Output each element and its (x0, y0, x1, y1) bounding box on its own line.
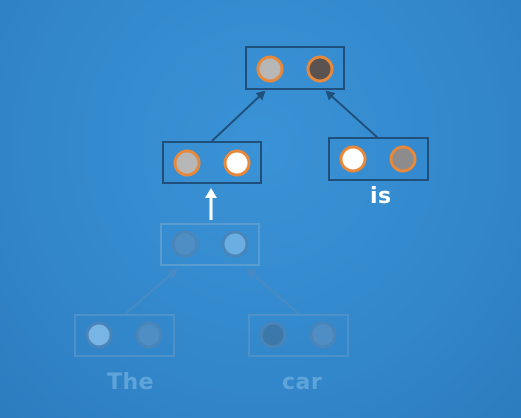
car-unit-2 (309, 321, 337, 349)
is-word-node (328, 137, 429, 181)
faded-phrase-node (160, 223, 260, 266)
arrow-is-to-root (325, 90, 379, 139)
word-label-is: is (370, 184, 392, 209)
faded-phrase-unit-2 (221, 230, 249, 258)
word-label-car: car (282, 370, 323, 395)
car-unit-1 (259, 321, 287, 349)
is-unit-2 (389, 145, 417, 173)
the-unit-1 (85, 321, 113, 349)
is-unit-1 (339, 145, 367, 173)
root-unit-1 (256, 55, 284, 83)
left-phrase-unit-1 (173, 149, 201, 177)
left-phrase-node (162, 141, 262, 184)
faded-phrase-unit-1 (171, 230, 199, 258)
arrow-the-to-phrase (124, 268, 178, 315)
root-node (245, 46, 345, 90)
left-phrase-unit-2 (223, 149, 251, 177)
arrow-left-to-root (211, 90, 266, 142)
the-word-node (74, 314, 175, 357)
word-label-the: The (107, 370, 155, 395)
the-unit-2 (135, 321, 163, 349)
root-unit-2 (306, 55, 334, 83)
car-word-node (248, 314, 349, 357)
arrow-car-to-phrase (246, 268, 300, 315)
